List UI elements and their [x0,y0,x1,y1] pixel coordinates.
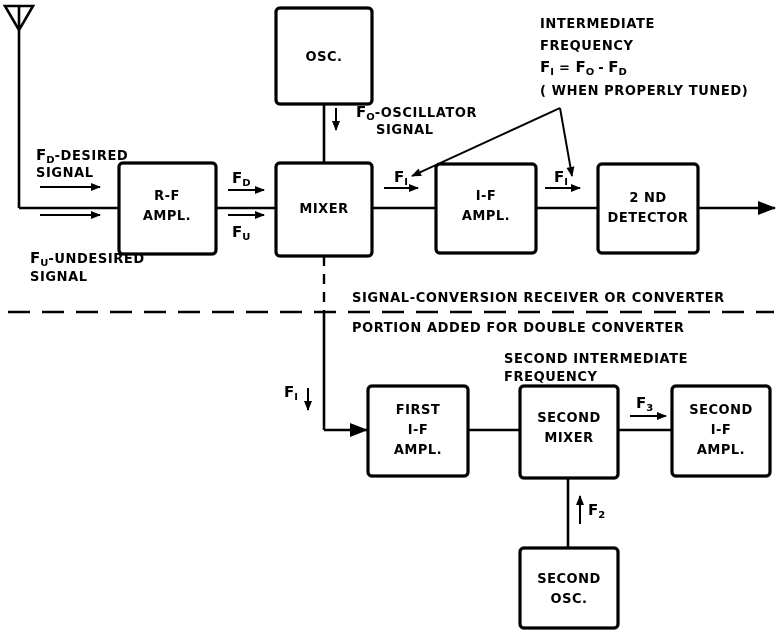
fd-mixer-label: FD [232,169,251,189]
f3-label: F3 [636,394,653,414]
fi-label-2: FI [554,168,568,188]
svg-text:I-F: I-F [476,189,497,204]
second-if-amplifier-block: SECOND I-F AMPL. [670,384,772,478]
f2-label: F2 [588,501,605,521]
f1-lower-label: FI [284,383,298,403]
svg-text:I-F: I-F [408,423,429,438]
svg-text:AMPL.: AMPL. [143,209,191,224]
svg-text:SECOND: SECOND [537,411,601,426]
svg-text:I-F: I-F [711,423,732,438]
svg-text:FREQUENCY: FREQUENCY [504,370,598,385]
svg-text:OSC.: OSC. [551,592,588,607]
svg-text:OSC.: OSC. [306,50,343,65]
first-if-amplifier-block: FIRST I-F AMPL. [366,384,470,478]
undesired-signal-label: FU-UNDESIRED SIGNAL [30,249,145,285]
svg-text:MIXER: MIXER [544,431,593,446]
svg-text:R-F: R-F [154,189,180,204]
intermediate-frequency-note: INTERMEDIATE FREQUENCY FI=FO-FD ( WHEN P… [540,17,748,99]
oscillator-signal-label: FO-OSCILLATOR SIGNAL [356,103,477,138]
fi-label-1: FI [394,168,408,188]
fu-mixer-label: FU [232,223,250,243]
svg-text:SIGNAL: SIGNAL [376,123,434,138]
if-amplifier-block: I-F AMPL. [434,162,538,255]
desired-signal-label: FD-DESIRED SIGNAL [36,146,128,181]
svg-text:FIRST: FIRST [396,403,440,418]
svg-text:SECOND: SECOND [537,572,601,587]
second-oscillator-block: SECOND OSC. [518,546,620,630]
single-conversion-label: SIGNAL-CONVERSION RECEIVER OR CONVERTER [352,291,725,306]
second-detector-block: 2 ND DETECTOR [596,162,700,255]
svg-text:AMPL.: AMPL. [394,443,442,458]
svg-text:AMPL.: AMPL. [462,209,510,224]
osc-block: OSC. [274,6,374,106]
svg-text:2 ND: 2 ND [629,191,666,206]
svg-text:FO-OSCILLATOR: FO-OSCILLATOR [356,103,477,123]
svg-text:FU-UNDESIRED: FU-UNDESIRED [30,249,145,269]
svg-text:SIGNAL: SIGNAL [36,166,94,181]
rf-amplifier-block: R-F AMPL. [117,161,218,256]
svg-text:( WHEN PROPERLY TUNED): ( WHEN PROPERLY TUNED) [540,84,748,99]
svg-text:SIGNAL: SIGNAL [30,270,88,285]
svg-text:SECOND: SECOND [689,403,753,418]
svg-text:AMPL.: AMPL. [697,443,745,458]
antenna-icon [2,4,36,208]
svg-text:INTERMEDIATE: INTERMEDIATE [540,17,655,32]
mixer-block: MIXER [274,161,374,258]
svg-text:FREQUENCY: FREQUENCY [540,39,634,54]
second-intermediate-frequency-note: SECOND INTERMEDIATE FREQUENCY [504,352,688,385]
svg-text:MIXER: MIXER [299,202,348,217]
svg-text:FD-DESIRED: FD-DESIRED [36,146,128,166]
svg-text:DETECTOR: DETECTOR [608,211,689,226]
if-pointer-2 [559,107,575,177]
svg-text:FI=FO-FD: FI=FO-FD [540,58,627,78]
svg-text:SECOND INTERMEDIATE: SECOND INTERMEDIATE [504,352,688,367]
second-mixer-block: SECOND MIXER [518,384,620,480]
double-conversion-label: PORTION ADDED FOR DOUBLE CONVERTER [352,321,684,336]
